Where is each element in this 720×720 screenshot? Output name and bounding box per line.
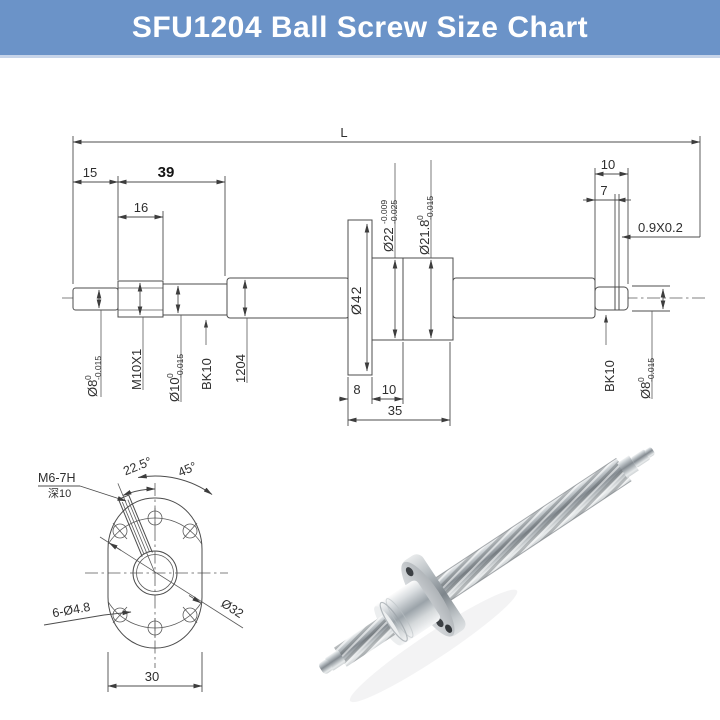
label-bk10-left: BK10 xyxy=(199,358,214,390)
svg-text:Ø8: Ø8 xyxy=(638,382,653,399)
label-d8-left: Ø8 0 -0.015 xyxy=(83,356,103,397)
dim-35: 35 xyxy=(388,403,402,418)
svg-text:6-Ø4.8: 6-Ø4.8 xyxy=(51,600,91,620)
svg-text:-0.015: -0.015 xyxy=(425,196,435,220)
callout-holes: 6-Ø4.8 xyxy=(43,600,132,626)
dimension-30: 30 xyxy=(107,652,203,692)
svg-text:Ø22: Ø22 xyxy=(381,227,396,252)
svg-text:Ø21.8: Ø21.8 xyxy=(417,220,432,255)
title-bar: SFU1204 Ball Screw Size Chart xyxy=(0,0,720,58)
svg-text:-0.009: -0.009 xyxy=(379,200,389,224)
dimension-16: 16 xyxy=(117,200,164,280)
dim-L: L xyxy=(340,125,347,140)
dimension-overall-length: L xyxy=(72,125,701,284)
label-1204: 1204 xyxy=(233,354,248,383)
dimension-groove: 0.9X0.2 xyxy=(621,220,700,240)
callout-m6: M6-7H 深10 xyxy=(38,471,127,502)
svg-text:Ø32: Ø32 xyxy=(218,596,245,621)
diameter-arrows xyxy=(96,223,670,372)
ball-screw-photo xyxy=(319,447,655,703)
bolt-holes xyxy=(112,508,198,638)
label-angle-22-5: 22.5° xyxy=(121,454,153,478)
callout-bcd: Ø32 xyxy=(99,536,246,629)
label-bk10-right: BK10 xyxy=(602,360,617,392)
dim-8: 8 xyxy=(353,382,360,397)
dimension-39: 39 xyxy=(117,164,226,276)
dimension-10-right: 10 xyxy=(594,157,629,284)
svg-text:-0.025: -0.025 xyxy=(389,200,399,224)
label-d21-8: Ø21.8 0 -0.015 xyxy=(415,196,435,255)
label-angle-45: 45° xyxy=(176,459,199,479)
svg-text:-0.015: -0.015 xyxy=(175,354,185,378)
flange-end-view: 22.5° 45° M6-7H 深10 6-Ø4.8 Ø32 xyxy=(38,454,246,692)
svg-text:BK10: BK10 xyxy=(602,360,617,392)
svg-text:Ø10: Ø10 xyxy=(167,377,182,402)
svg-text:-0.015: -0.015 xyxy=(646,358,656,382)
svg-text:M6-7H: M6-7H xyxy=(38,471,76,485)
label-d42: Ø42 xyxy=(348,286,364,315)
label-d10: Ø10 0 -0.015 xyxy=(165,354,185,402)
arc-45 xyxy=(137,473,213,495)
svg-text:0: 0 xyxy=(636,377,646,382)
label-d22: Ø22 -0.009 -0.025 xyxy=(379,200,399,252)
dim-10: 10 xyxy=(601,157,615,172)
svg-text:M10X1: M10X1 xyxy=(129,349,144,390)
svg-text:1204: 1204 xyxy=(233,354,248,383)
svg-text:深10: 深10 xyxy=(48,487,71,500)
label-m10x1: M10X1 xyxy=(129,349,144,390)
svg-text:-0.015: -0.015 xyxy=(93,356,103,380)
svg-text:BK10: BK10 xyxy=(199,358,214,390)
dim-39: 39 xyxy=(158,164,175,181)
dim-16: 16 xyxy=(134,200,148,215)
label-d8-right: Ø8 0 -0.015 xyxy=(636,358,656,399)
dim-groove: 0.9X0.2 xyxy=(638,220,683,235)
svg-text:30: 30 xyxy=(145,669,159,684)
page-title: SFU1204 Ball Screw Size Chart xyxy=(131,10,589,44)
svg-text:Ø8: Ø8 xyxy=(85,380,100,397)
svg-text:0: 0 xyxy=(83,375,93,380)
dim-7: 7 xyxy=(600,183,607,198)
dimension-7: 7 xyxy=(583,183,631,287)
dimension-nut: 8 10 35 xyxy=(339,342,451,426)
side-view: L 15 39 16 10 xyxy=(62,125,708,426)
dim-15: 15 xyxy=(83,165,97,180)
dim-10b: 10 xyxy=(382,382,396,397)
svg-text:Ø42: Ø42 xyxy=(348,286,364,315)
dimension-15: 15 xyxy=(72,165,119,280)
svg-text:0: 0 xyxy=(415,215,425,220)
arc-22-5 xyxy=(122,486,156,496)
svg-text:0: 0 xyxy=(165,373,175,378)
label-leaders xyxy=(100,160,653,402)
